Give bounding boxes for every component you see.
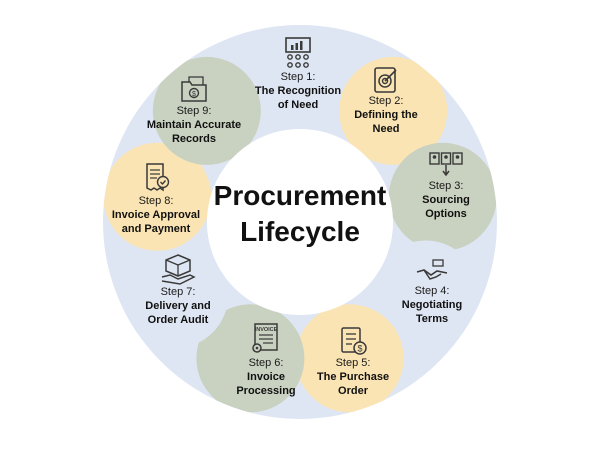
step-7: Step 7: Delivery and Order Audit bbox=[118, 253, 238, 327]
step-5: $ Step 5: The Purchase Order bbox=[293, 326, 413, 398]
step-1: Step 1: The Recognition of Need bbox=[238, 36, 358, 112]
step-3-number: Step 3: bbox=[428, 180, 464, 192]
step-9-name-line-2: Records bbox=[171, 133, 217, 145]
title-line-1: Procurement bbox=[213, 180, 387, 211]
ring-segment-step-2 bbox=[339, 56, 448, 165]
step-8-name-line-2: and Payment bbox=[121, 223, 191, 235]
ring-segment-step-3 bbox=[388, 142, 497, 251]
step-4-number: Step 4: bbox=[414, 285, 450, 297]
receipt-approval-icon bbox=[146, 163, 170, 192]
step-2-name-line-1: Defining the bbox=[354, 109, 418, 121]
step-6: INVOICE Step 6: Invoice Processing bbox=[206, 322, 326, 398]
ring-segment-step-1 bbox=[246, 25, 354, 131]
title-line-2: Lifecycle bbox=[240, 216, 360, 247]
step-4-name-line-1: Negotiating bbox=[401, 299, 463, 311]
ring-segment-step-8 bbox=[103, 142, 212, 251]
people-selection-icon bbox=[429, 152, 463, 177]
ring-segment-step-4 bbox=[371, 240, 480, 349]
step-5-name-line-1: The Purchase bbox=[316, 371, 390, 383]
step-7-number: Step 7: bbox=[160, 286, 196, 298]
step-7-name-line-2: Order Audit bbox=[147, 314, 209, 326]
step-8-name-line-1: Invoice Approval bbox=[111, 209, 201, 221]
step-9: $ Step 9: Maintain Accurate Records bbox=[134, 74, 254, 146]
step-2-number: Step 2: bbox=[368, 95, 404, 107]
step-7-name-line-1: Delivery and bbox=[145, 300, 211, 312]
ring-segment-step-9 bbox=[152, 56, 261, 165]
svg-text:$: $ bbox=[357, 344, 362, 354]
step-4-name-line-2: Terms bbox=[415, 313, 449, 325]
svg-text:$: $ bbox=[192, 91, 196, 98]
target-clipboard-icon bbox=[374, 67, 397, 93]
presentation-audience-icon bbox=[285, 37, 311, 68]
package-hand-icon bbox=[161, 254, 196, 285]
ring-segment-step-7 bbox=[120, 240, 229, 349]
step-5-name-line-2: Order bbox=[338, 385, 368, 397]
step-6-name-line-2: Processing bbox=[236, 385, 296, 397]
step-6-number: Step 6: bbox=[248, 357, 284, 369]
step-3: Step 3: Sourcing Options bbox=[386, 151, 506, 221]
center-circle bbox=[207, 129, 393, 315]
step-9-name-line-1: Maintain Accurate bbox=[146, 119, 242, 131]
step-3-name-line-2: Options bbox=[425, 208, 467, 220]
invoice-gear-icon: INVOICE bbox=[252, 323, 278, 353]
step-2: Step 2: Defining the Need bbox=[326, 64, 446, 136]
step-8-number: Step 8: bbox=[138, 195, 174, 207]
step-2-name-line-2: Need bbox=[372, 123, 400, 135]
step-9-number: Step 9: bbox=[176, 105, 212, 117]
step-5-number: Step 5: bbox=[335, 357, 371, 369]
handshake-icon bbox=[416, 259, 448, 280]
step-4: Step 4: Negotiating Terms bbox=[372, 258, 492, 326]
svg-text:INVOICE: INVOICE bbox=[255, 327, 278, 333]
step-1-name-line-2: of Need bbox=[277, 99, 319, 111]
step-3-name-line-1: Sourcing bbox=[422, 194, 470, 206]
step-1-name-line-1: The Recognition bbox=[254, 85, 342, 97]
step-6-name-line-1: Invoice bbox=[247, 371, 285, 383]
step-1-number: Step 1: bbox=[280, 71, 316, 83]
step-8: Step 8: Invoice Approval and Payment bbox=[96, 162, 216, 236]
ring-segment-step-5 bbox=[295, 304, 404, 413]
order-checklist-icon: $ bbox=[341, 327, 367, 355]
money-folder-icon: $ bbox=[181, 76, 207, 102]
diagram-title: Procurement Lifecycle bbox=[195, 178, 405, 250]
